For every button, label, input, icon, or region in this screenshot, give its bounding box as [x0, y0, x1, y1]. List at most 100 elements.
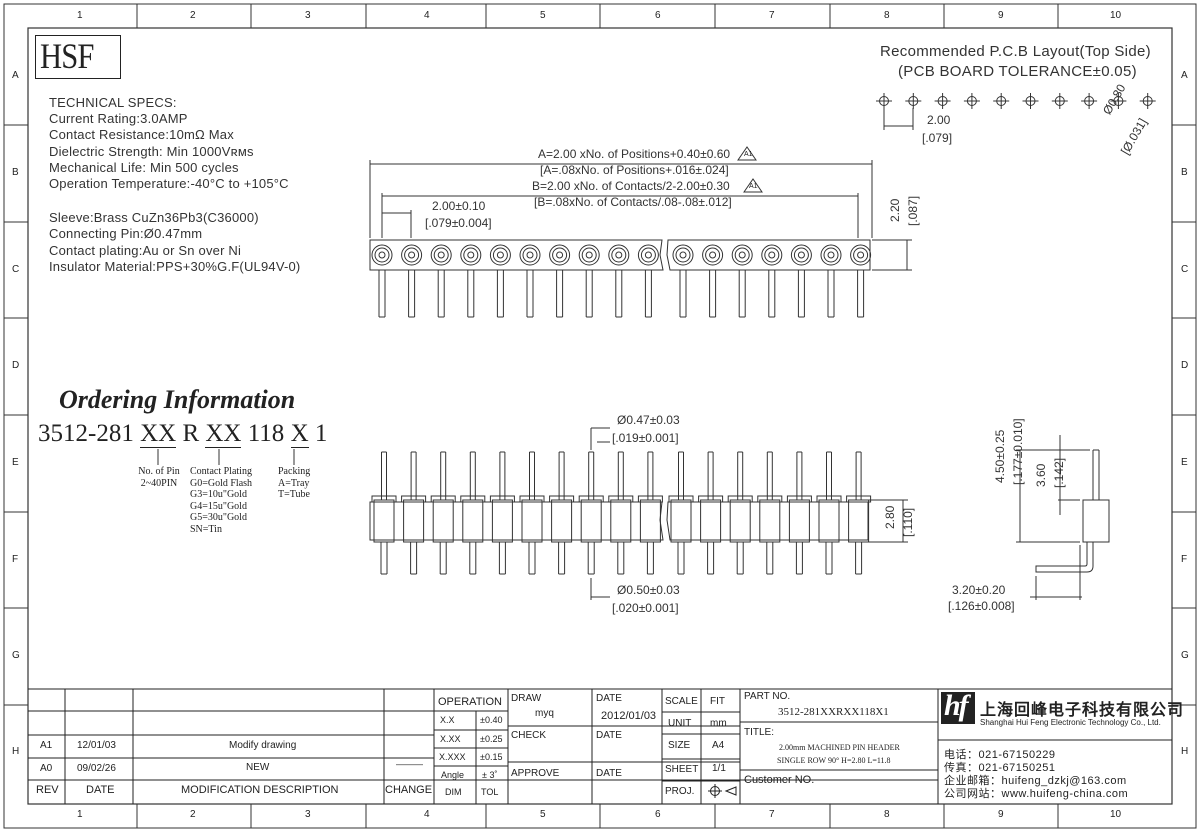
col-label: 7 — [769, 809, 775, 820]
sleeve-body — [462, 499, 484, 543]
size-label: SIZE — [668, 740, 691, 751]
sleeve-body — [670, 499, 692, 543]
unit-value: mm — [710, 718, 727, 729]
pcb-title: Recommended P.C.B Layout(Top Side) — [880, 43, 1151, 60]
row-label: G — [1181, 650, 1189, 661]
sleeve-inner — [463, 247, 479, 263]
sleeve-body — [610, 499, 632, 543]
row-label: A — [1181, 70, 1188, 81]
company-logo: hf — [944, 689, 969, 722]
order-code-packing: X — [290, 420, 309, 448]
dim-header: DIM — [445, 787, 462, 797]
row-label: F — [1181, 554, 1188, 565]
row-label: D — [12, 360, 20, 371]
revision-tag-a1: A1 — [749, 183, 758, 190]
date-label: DATE — [596, 693, 622, 704]
sleeve-inner — [764, 247, 780, 263]
sleeve-outer — [460, 244, 482, 266]
sleeve-hole — [585, 251, 593, 259]
tol-key: X.XX — [440, 734, 461, 744]
operation-header: OPERATION — [438, 696, 502, 708]
sleeve-body — [373, 499, 395, 543]
row-label: B — [12, 167, 19, 178]
top-body-right — [666, 239, 871, 271]
dim-side-len-in: [.126±0.008] — [948, 599, 1015, 613]
plating-label: Contact Plating — [190, 466, 252, 477]
tol-val: ±0.15 — [480, 752, 503, 762]
sleeve-hole — [467, 251, 475, 259]
revision-triangle — [737, 146, 757, 161]
date-header: DATE — [86, 784, 115, 796]
front-body-right — [666, 501, 869, 541]
draw-date: 2012/01/03 — [601, 710, 657, 722]
sleeve-inner — [374, 247, 390, 263]
projection-symbol — [708, 784, 737, 798]
sleeve-outer — [401, 244, 423, 266]
col-label: 10 — [1110, 10, 1122, 21]
sleeve-hole — [679, 251, 687, 259]
tol-val: ±0.25 — [480, 734, 503, 744]
pcb-pitch-in: [.079] — [922, 131, 953, 145]
dim-pin-top: Ø0.47±0.03 — [617, 413, 680, 427]
sleeve-body — [403, 499, 425, 543]
row-label: H — [12, 746, 20, 757]
sleeve-hole — [526, 251, 534, 259]
sleeve-hole — [857, 251, 865, 259]
sleeve-body — [432, 499, 454, 543]
sleeve-outer — [672, 244, 694, 266]
col-label: 4 — [424, 809, 430, 820]
company-email: 企业邮箱：huifeng_dzkj@163.com — [944, 775, 1127, 787]
change-header: CHANGE — [385, 784, 433, 796]
specs-title: TECHNICAL SPECS: — [49, 95, 177, 110]
tol-key: X.X — [440, 715, 455, 725]
col-label: 9 — [998, 10, 1004, 21]
sleeve-hole — [768, 251, 776, 259]
col-label: 9 — [998, 809, 1004, 820]
material-line: Connecting Pin:Ø0.47mm — [49, 226, 203, 242]
row-label: D — [1181, 360, 1189, 371]
rev-a0-change: ——— — [396, 759, 423, 769]
sheet-value: 1/1 — [712, 763, 726, 774]
sleeve-hole — [797, 251, 805, 259]
drawing-lines — [369, 146, 1110, 600]
plating-option: G5=30u"Gold — [190, 512, 247, 523]
sleeve-outer — [637, 244, 659, 266]
sleeve-hole — [378, 251, 386, 259]
sleeve-inner — [522, 247, 538, 263]
row-label: G — [12, 650, 20, 661]
company-tel: 电话：021-67150229 — [944, 749, 1056, 761]
sleeve-inner — [675, 247, 691, 263]
spec-line: Dielectric Strength: Min 1000Vʀᴍs — [49, 143, 254, 159]
part-no-label: PART NO. — [744, 691, 791, 702]
dim-a-in: [A=.08xNo. of Positions+.016±.024] — [540, 163, 729, 177]
tol-val: ± 3˚ — [482, 770, 498, 780]
sleeve-outer — [702, 244, 724, 266]
row-label: C — [1181, 264, 1189, 275]
order-code-suffix: 1 — [314, 420, 328, 447]
front-body-left — [369, 501, 664, 541]
sleeve-hole — [408, 251, 416, 259]
rev-a0: A0 — [40, 763, 53, 774]
sleeve-inner — [433, 247, 449, 263]
sleeve-inner — [853, 247, 869, 263]
pcb-tolerance: (PCB BOARD TOLERANCE±0.05) — [898, 63, 1137, 80]
col-label: 3 — [305, 809, 311, 820]
col-label: 1 — [77, 809, 83, 820]
col-label: 2 — [190, 809, 196, 820]
size-value: A4 — [712, 740, 725, 751]
spec-line: Operation Temperature:-40°C to +105°C — [49, 176, 289, 192]
rev-a1-desc: Modify drawing — [229, 740, 297, 751]
sleeve-outer — [578, 244, 600, 266]
sleeve-outer — [430, 244, 452, 266]
sleeve-body — [580, 499, 602, 543]
title-label: TITLE: — [744, 727, 775, 738]
col-label: 1 — [77, 10, 83, 21]
dim-b: B=2.00 xNo. of Contacts/2-2.00±0.30 — [532, 179, 730, 193]
col-label: 2 — [190, 10, 196, 21]
customer-no-label: Customer NO. — [744, 774, 815, 786]
order-code-r: R — [182, 420, 200, 447]
plating-option: G0=Gold Flash — [190, 477, 253, 489]
rev-a0-desc: NEW — [246, 762, 270, 773]
